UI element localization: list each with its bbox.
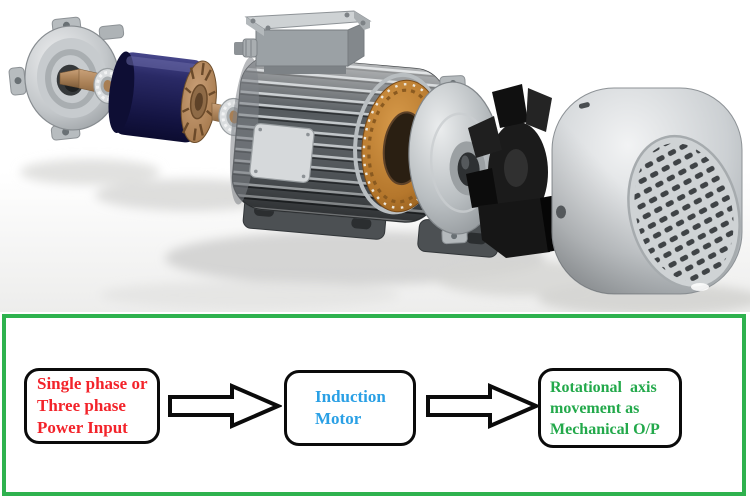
fan-cover-with-grille xyxy=(551,87,743,295)
mechanical-output-line-1: Rotational axis xyxy=(550,378,657,396)
nameplate xyxy=(249,123,315,183)
power-input-line-2: Three phase xyxy=(37,396,126,415)
power-input-line-1: Single phase or xyxy=(37,374,148,393)
mechanical-output-line-3: Mechanical O/P xyxy=(550,420,660,438)
induction-motor-line-1: Induction xyxy=(315,387,386,406)
terminal-box xyxy=(234,10,372,74)
power-input-line-3: Power Input xyxy=(37,418,128,437)
induction-motor-exploded-illustration xyxy=(0,0,750,312)
flow-arrow-2 xyxy=(426,382,540,430)
flow-arrow-1 xyxy=(168,382,282,430)
flow-diagram-frame: Single phase or Three phase Power Input … xyxy=(2,314,746,496)
power-input-box: Single phase or Three phase Power Input xyxy=(24,368,160,444)
squirrel-cage-rotor xyxy=(108,51,217,144)
mechanical-output-box: Rotational axis movement as Mechanical O… xyxy=(538,368,682,448)
fan-cover-grille xyxy=(627,134,741,290)
cable-gland-icon xyxy=(234,38,258,58)
induction-motor-box: Induction Motor xyxy=(284,370,416,446)
mechanical-output-line-2: movement as xyxy=(550,399,640,417)
induction-motor-line-2: Motor xyxy=(315,409,362,428)
